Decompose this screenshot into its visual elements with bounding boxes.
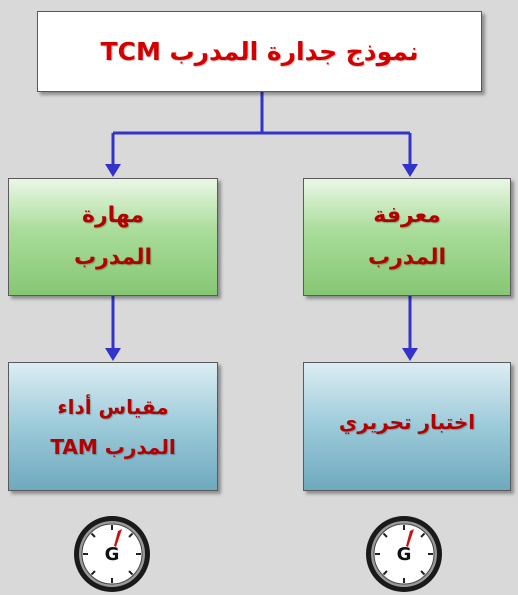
stopwatch-gauge-icon: G xyxy=(74,516,150,592)
trainer-skill-box: مهارة المدرب xyxy=(8,178,218,296)
diagram-title-box: نموذج جدارة المدرب TCM xyxy=(37,11,482,92)
arrowhead-tam xyxy=(105,348,121,361)
performance-line-1: مقياس أداء xyxy=(57,394,169,419)
gauge-letter: G xyxy=(397,544,412,565)
written-test-box: اختبار تحريري xyxy=(303,362,511,491)
trainer-knowledge-box: معرفة المدرب xyxy=(303,178,511,296)
skill-line-1: مهارة xyxy=(81,203,145,228)
arrowhead-knowledge xyxy=(402,164,418,177)
trainer-skill-text: مهارة المدرب xyxy=(74,195,152,279)
knowledge-line-2: المدرب xyxy=(367,245,447,270)
trainer-knowledge-text: معرفة المدرب xyxy=(368,195,446,279)
knowledge-line-1: معرفة xyxy=(373,203,441,228)
arrowhead-test xyxy=(402,348,418,361)
written-test-label: اختبار تحريري xyxy=(338,409,476,434)
performance-scale-text: مقياس أداء المدرب TAM xyxy=(50,387,175,467)
diagram-title: نموذج جدارة المدرب TCM xyxy=(100,37,419,66)
arrowhead-skill xyxy=(105,164,121,177)
gauge-letter: G xyxy=(105,544,120,565)
performance-scale-box: مقياس أداء المدرب TAM xyxy=(8,362,218,491)
stopwatch-gauge-icon: G xyxy=(366,516,442,592)
skill-line-2: المدرب xyxy=(73,245,153,270)
performance-line-2: المدرب TAM xyxy=(50,434,176,459)
